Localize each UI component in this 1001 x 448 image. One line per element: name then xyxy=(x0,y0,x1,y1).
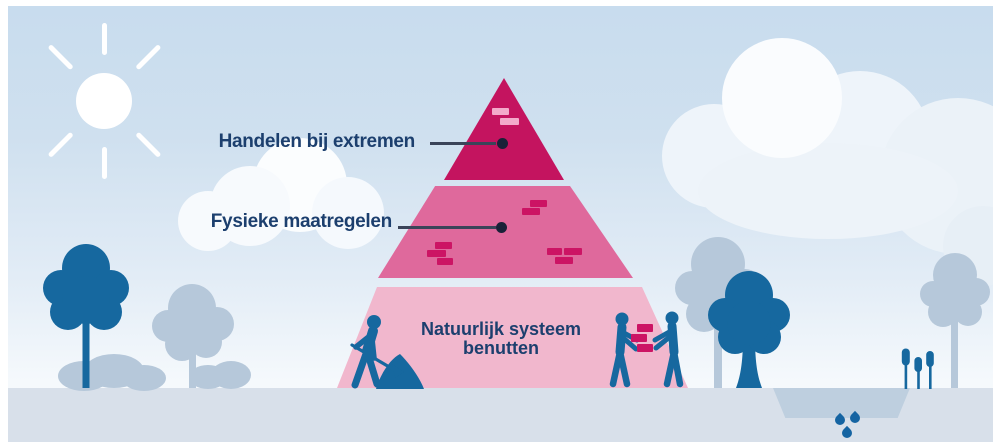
label-natuurlijk-line2: benutten xyxy=(463,338,539,358)
person-digging-icon xyxy=(350,315,424,389)
brick xyxy=(555,257,573,264)
brick xyxy=(547,248,562,255)
sky-background: Handelen bij extremen Fysieke maatregele… xyxy=(8,6,993,442)
bush-icon xyxy=(58,354,166,391)
tree-icon-dark xyxy=(708,271,790,388)
people-carrying-bricks-icon xyxy=(609,311,684,388)
brick xyxy=(500,118,519,125)
pyramid-level-middle xyxy=(378,186,633,278)
sun-icon xyxy=(24,21,184,181)
brick xyxy=(427,250,446,257)
tree-icon-dark xyxy=(43,244,129,388)
leader-line-top xyxy=(430,142,496,145)
label-handelen-bij-extremen: Handelen bij extremen xyxy=(218,131,416,152)
brick xyxy=(564,248,582,255)
water-basin xyxy=(773,388,910,418)
brick xyxy=(437,258,453,265)
pyramid-level-top xyxy=(444,78,564,180)
label-fysieke-maatregelen: Fysieke maatregelen xyxy=(210,211,393,232)
brick xyxy=(492,108,509,115)
leader-dot-middle xyxy=(496,222,507,233)
brick xyxy=(530,200,547,207)
label-natuurlijk-systeem: Natuurlijk systeem benutten xyxy=(391,320,611,358)
leader-dot-top xyxy=(497,138,508,149)
label-natuurlijk-line1: Natuurlijk systeem xyxy=(420,319,582,339)
brick xyxy=(435,242,452,249)
leader-line-middle xyxy=(398,226,496,229)
tree-icon-light xyxy=(920,253,990,388)
tree-icon-light xyxy=(152,284,234,388)
bush-icon xyxy=(189,361,251,389)
reeds-icon xyxy=(901,348,934,389)
brick xyxy=(522,208,540,215)
